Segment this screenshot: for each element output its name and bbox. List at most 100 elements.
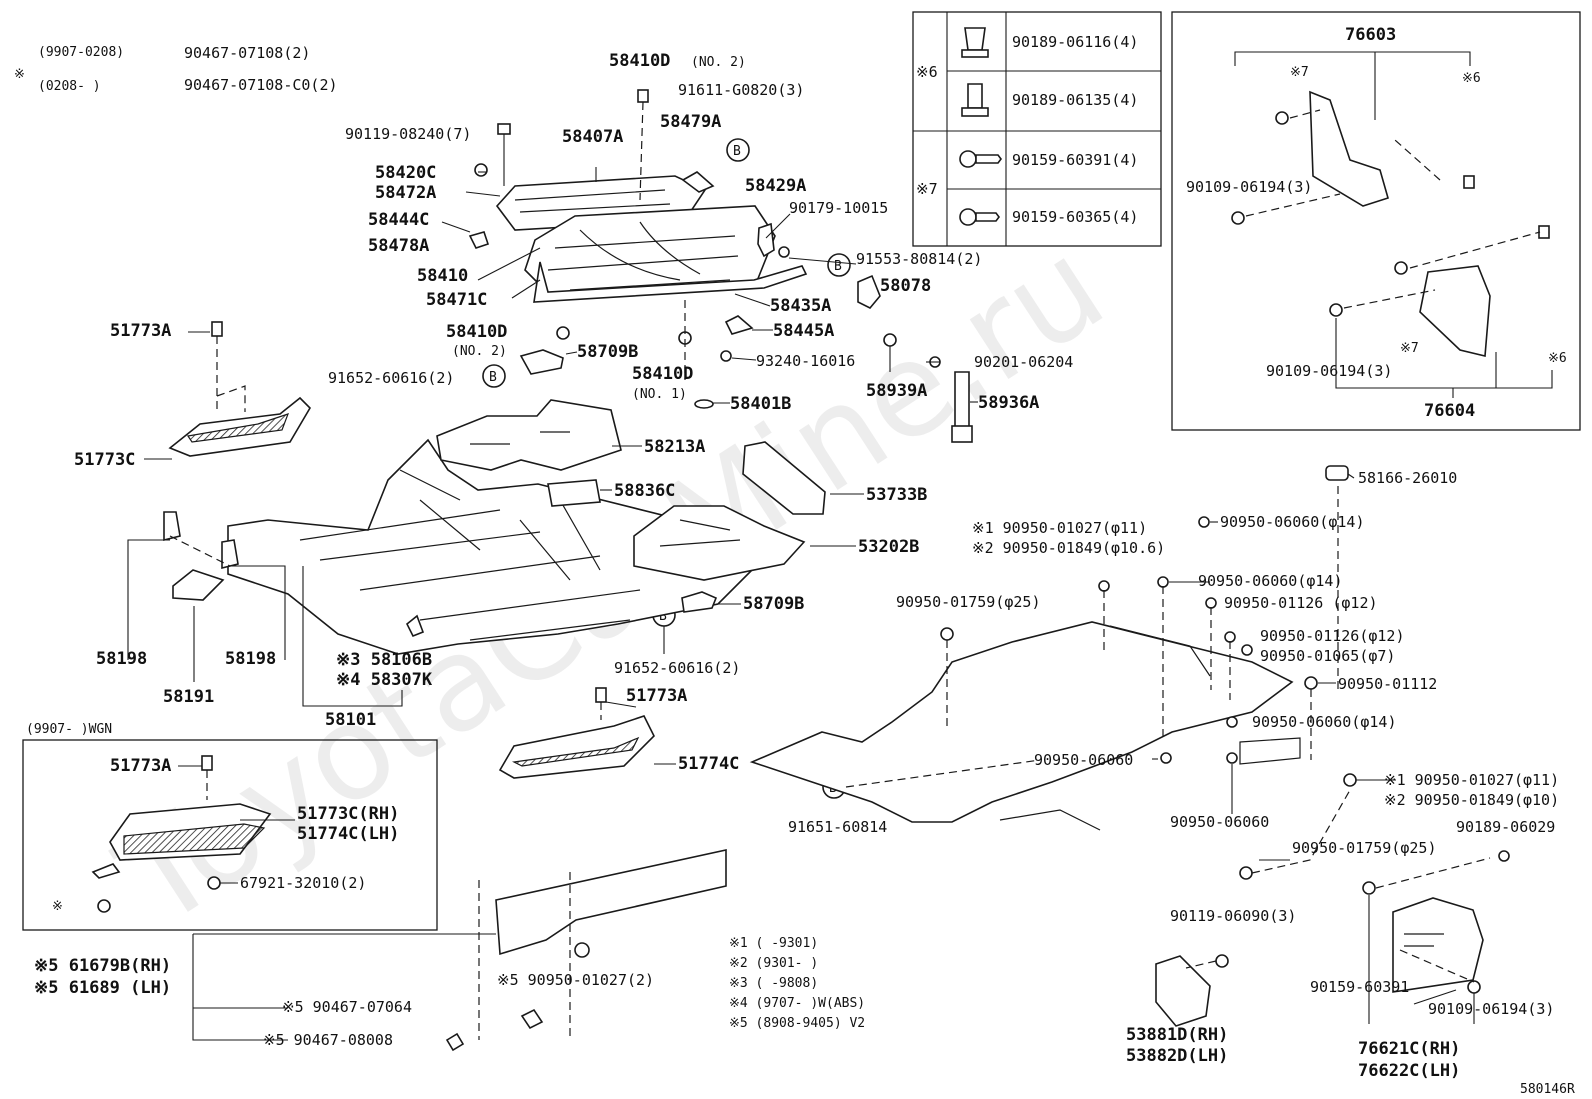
label-no2: (NO. 2): [691, 55, 746, 70]
screw-icon: [959, 208, 1000, 226]
label-90189-06029: 90189-06029: [1456, 818, 1555, 836]
spare-tire-carrier-assembly: [468, 89, 973, 443]
jack-cover-left: [168, 321, 312, 457]
label-58936A: 58936A: [978, 393, 1039, 413]
label-90950-06060-c: 90950-06060(φ14): [1252, 713, 1397, 731]
label-91652-top: 91652-60616(2): [328, 369, 454, 387]
label-90950-01027-s5: ※5 90950-01027(2): [497, 971, 654, 989]
svg-text:76604: 76604: [1424, 401, 1475, 421]
label-61689: ※5 61689 (LH): [34, 978, 171, 998]
svg-text:B: B: [659, 609, 667, 624]
label-58078: 58078: [880, 276, 931, 296]
label-90467-08008: ※5 90467-08008: [263, 1031, 393, 1049]
label-90950-06060-e: 90950-06060: [1170, 813, 1269, 831]
svg-text:※7: ※7: [1290, 65, 1309, 80]
svg-text:90189-06116(4): 90189-06116(4): [1012, 33, 1138, 51]
inset-wgn-jack-cover: (9907- )WGN 51773A 51773C(RH) 51774C(LH)…: [22, 722, 438, 931]
leader-lines: [144, 167, 1457, 1005]
underbody-floor-panel: [749, 465, 1510, 1027]
label-90950-01126-b: 90950-01126(φ12): [1260, 627, 1405, 645]
label-90950-06060-b: 90950-06060(φ14): [1198, 572, 1343, 590]
clip-nut-icon: [961, 27, 989, 58]
svg-text:90109-06194(3): 90109-06194(3): [1266, 362, 1392, 380]
svg-text:※6: ※6: [1548, 351, 1567, 366]
svg-text:※2 (9301- ): ※2 (9301- ): [729, 956, 818, 971]
label-90119-06090: 90119-06090(3): [1170, 907, 1296, 925]
label-58307K: ※4 58307K: [336, 670, 433, 690]
label-90950-06060-a: 90950-06060(φ14): [1220, 513, 1365, 531]
label-91652: 91652-60616(2): [614, 659, 740, 677]
svg-text:51774C(LH): 51774C(LH): [297, 824, 399, 844]
label-58478A: 58478A: [368, 236, 429, 256]
fastener-table: ※6 ※7 90189-06116(4) 90189-06135(4) 9015…: [912, 11, 1162, 247]
svg-text:(9907- )WGN: (9907- )WGN: [26, 722, 112, 737]
label-58410D: 58410D: [609, 51, 670, 71]
label-53202B: 53202B: [858, 537, 919, 557]
svg-text:※5 (8908-9405) V2: ※5 (8908-9405) V2: [729, 1016, 865, 1031]
label-61679B: ※5 61679B(RH): [34, 956, 171, 976]
screw-icon: [959, 150, 1002, 168]
label-no2-b: (NO. 2): [452, 344, 507, 359]
quarter-panel-liner: [192, 849, 727, 1052]
label-90950-01065: 90950-01065(φ7): [1260, 647, 1395, 665]
svg-text:B: B: [733, 144, 741, 159]
label-90950-01112: 90950-01112: [1338, 675, 1437, 693]
label-58709B-top: 58709B: [577, 342, 638, 362]
label-58401B: 58401B: [730, 394, 791, 414]
label-90950-01759-a: 90950-01759(φ25): [896, 593, 1041, 611]
svg-text:※6: ※6: [1462, 71, 1481, 86]
label-90950-01759-b: 90950-01759(φ25): [1292, 839, 1437, 857]
inset-mudguard-brackets: 76603 ※7 ※6 90109-06194(3) ※7 ※6 90109-0…: [1171, 11, 1581, 431]
label-51773A-mid: 51773A: [626, 686, 687, 706]
label-53882D: 53882D(LH): [1126, 1046, 1228, 1066]
label-90950-01849-s2: ※2 90950-01849(φ10.6): [972, 539, 1165, 557]
label-58836C: 58836C: [614, 481, 675, 501]
label-76622C: 76622C(LH): [1358, 1061, 1460, 1081]
jack-handle-holder: [127, 511, 286, 682]
svg-text:※: ※: [14, 67, 25, 82]
label-58407A: 58407A: [562, 127, 623, 147]
label-58420C: 58420C: [375, 163, 436, 183]
label-90950-01126-a: 90950-01126 (φ12): [1224, 594, 1378, 612]
svg-text:※1 ( -9301): ※1 ( -9301): [729, 936, 818, 951]
svg-text:(0208- ): (0208- ): [38, 79, 101, 94]
label-58471C: 58471C: [426, 290, 487, 310]
label-58198-b: 58198: [225, 649, 276, 669]
part-labels: 58410D (NO. 2) 91611-G0820(3) 90119-0824…: [34, 51, 1559, 1081]
label-58166: 58166-26010: [1358, 469, 1457, 487]
svg-text:(9907-0208): (9907-0208): [38, 45, 124, 60]
svg-text:※7: ※7: [916, 180, 938, 198]
label-58472A: 58472A: [375, 183, 436, 203]
label-51774C: 51774C: [678, 754, 739, 774]
svg-text:※6: ※6: [916, 63, 938, 81]
label-90159-60391: 90159-60391: [1310, 978, 1409, 996]
diagram-code: 580146R: [1520, 1082, 1575, 1097]
label-90201: 90201-06204: [974, 353, 1073, 371]
top-note: ※ (9907-0208) 90467-07108(2) (0208- ) 90…: [14, 44, 338, 94]
label-58410D-no2: 58410D: [446, 322, 507, 342]
svg-text:※4 (9707- )W(ABS): ※4 (9707- )W(ABS): [729, 996, 865, 1011]
svg-text:90467-07108(2): 90467-07108(2): [184, 44, 310, 62]
svg-text:67921-32010(2): 67921-32010(2): [240, 874, 366, 892]
svg-text:76603: 76603: [1345, 25, 1396, 45]
label-53733B: 53733B: [866, 485, 927, 505]
svg-text:90109-06194(3): 90109-06194(3): [1186, 178, 1312, 196]
label-58939A: 58939A: [866, 381, 927, 401]
svg-text:90159-60391(4): 90159-60391(4): [1012, 151, 1138, 169]
svg-text:B: B: [834, 259, 842, 274]
label-90950-01849-s2b: ※2 90950-01849(φ10): [1384, 791, 1559, 809]
label-58106B: ※3 58106B: [336, 650, 432, 670]
label-58709B: 58709B: [743, 594, 804, 614]
label-no1: (NO. 1): [632, 387, 687, 402]
label-58444C: 58444C: [368, 210, 429, 230]
label-51773A-top: 51773A: [110, 321, 171, 341]
label-58410D-no1: 58410D: [632, 364, 693, 384]
range-notes: ※1 ( -9301) ※2 (9301- ) ※3 ( -9808) ※4 (…: [729, 936, 865, 1031]
label-58479A: 58479A: [660, 112, 721, 132]
label-58191: 58191: [163, 687, 214, 707]
label-76621C: 76621C(RH): [1358, 1039, 1460, 1059]
svg-text:90467-07108-C0(2): 90467-07108-C0(2): [184, 76, 338, 94]
label-51773C: 51773C: [74, 450, 135, 470]
bracket-58101: [302, 566, 403, 707]
label-58435A: 58435A: [770, 296, 831, 316]
